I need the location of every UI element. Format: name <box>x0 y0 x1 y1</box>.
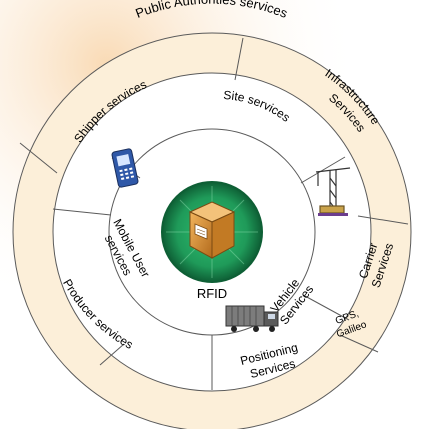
divider-line <box>99 343 125 366</box>
mobile-phone-icon <box>111 148 139 188</box>
divider-line <box>304 295 350 321</box>
divider-line <box>19 142 58 174</box>
package-box-icon <box>188 201 236 259</box>
divider-line <box>300 156 346 184</box>
rfid-center <box>161 181 263 283</box>
rfid-label: RFID <box>197 286 227 301</box>
truck-icon <box>225 305 279 332</box>
divider-line <box>339 334 379 353</box>
divider-line <box>357 215 409 225</box>
divider-line <box>52 208 112 216</box>
divider-line <box>234 37 244 81</box>
outer-ring-dividers <box>19 37 409 366</box>
crane-icon <box>315 167 351 216</box>
